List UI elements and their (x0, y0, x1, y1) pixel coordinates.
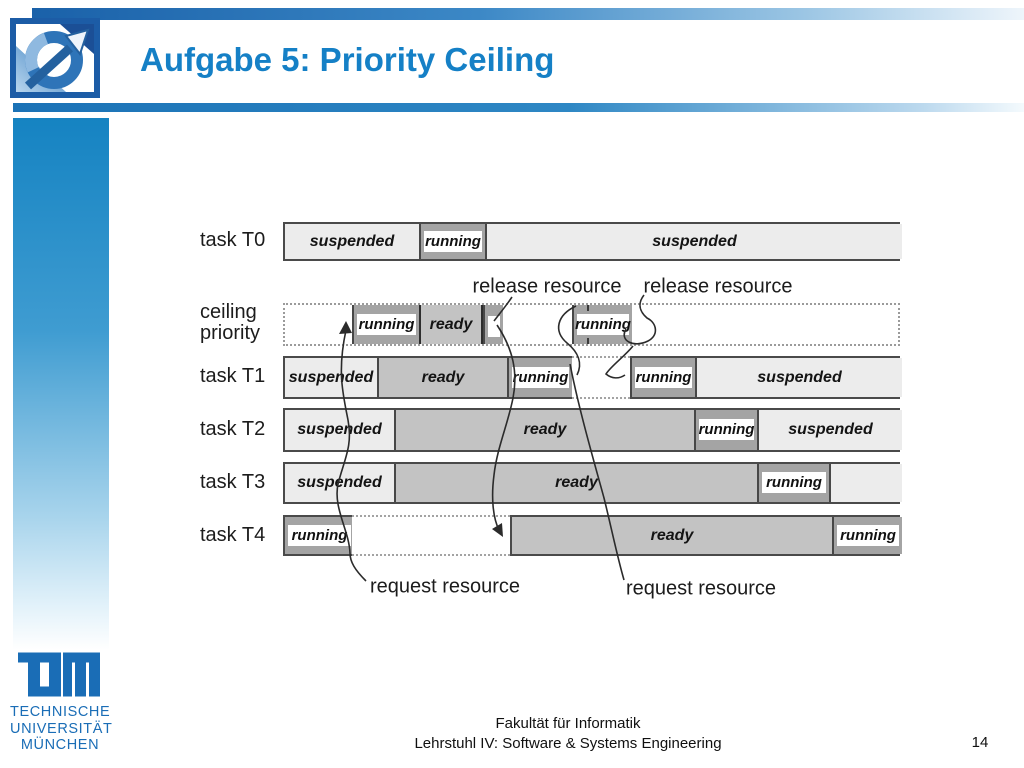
running-label-box: running (575, 313, 631, 335)
task-t3-ready-block: ready (394, 464, 757, 502)
request-resource-2: request resource (625, 577, 777, 600)
circle-arrow-logo-icon (16, 24, 94, 92)
task-t4-running-block: running (285, 517, 354, 554)
task-t1-gap-block (572, 356, 630, 399)
ceiling-priority-running-block: running (572, 305, 632, 344)
task-t3-running-block: running (757, 464, 829, 502)
page-title: Aufgabe 5: Priority Ceiling (140, 41, 555, 78)
state-label: suspended (297, 421, 382, 438)
footer: Fakultät für Informatik Lehrstuhl IV: So… (170, 714, 966, 754)
tum-logo-icon (18, 652, 100, 697)
header-top-band (32, 8, 1024, 20)
request-resource-1: request resource (369, 575, 521, 598)
task-t4-bar: ready running (510, 515, 902, 556)
running-label-box: running (357, 313, 416, 335)
state-label: suspended (652, 232, 737, 250)
task-t0-label-line: task T0 (200, 229, 266, 251)
state-label: suspended (309, 232, 395, 250)
tum-informatik-logo (10, 18, 100, 98)
release-resource-1: release resource (472, 275, 622, 298)
task-t1-label-line: task T1 (200, 365, 266, 387)
task-t0-bar: suspended running suspended (283, 222, 902, 261)
empty-white-box (488, 316, 500, 337)
state-label: ready (429, 315, 473, 333)
ceiling-priority-label-line: ceiling (200, 301, 257, 323)
task-t0-suspended-block: suspended (485, 224, 902, 259)
running-label-box: running (698, 419, 755, 440)
task-t3-label: task T3 (200, 472, 265, 493)
ceiling-priority-running-block: running (352, 305, 419, 344)
task-t3-suspended-block: suspended (285, 464, 394, 502)
task-t4-label-line: task T4 (200, 524, 266, 546)
state-label: suspended (788, 421, 873, 438)
task-t1-ready-block: ready (377, 358, 507, 397)
task-t2-suspended-block: suspended (285, 410, 394, 450)
task-t2-bar: suspended ready running suspended (283, 408, 902, 452)
task-t3-suspended-block (829, 464, 902, 502)
footer-faculty: Fakultät für Informatik (495, 715, 641, 732)
task-t3-label-line: task T3 (200, 471, 266, 493)
page-number: 14 (971, 734, 989, 751)
state-label: ready (421, 368, 465, 386)
task-t2-ready-block: ready (394, 410, 694, 450)
state-label: suspended (757, 368, 842, 386)
running-label-box: running (837, 524, 899, 546)
task-t0-running-block: running (419, 224, 485, 259)
header-bottom-band (13, 103, 1024, 112)
task-t4-bar (352, 515, 510, 556)
ceiling-priority-bar: running ready running (283, 303, 900, 346)
state-label: suspended (297, 474, 382, 491)
tum-line-1: TECHNISCHE (10, 704, 111, 720)
task-t2-label: task T2 (200, 419, 265, 440)
ceiling-priority-whitebox-block (483, 305, 503, 344)
ceiling-priority-ready-block: ready (419, 305, 483, 344)
task-t1-running-block: running (507, 358, 572, 397)
running-label-box: running (424, 230, 482, 252)
task-t3-bar: suspended ready running (283, 462, 902, 504)
release-resource-2: release resource (643, 275, 793, 298)
running-label-box: running (635, 366, 692, 388)
task-t2-suspended-block: suspended (757, 410, 902, 450)
task-t4-running-block: running (832, 517, 902, 554)
task-t4-bar: running (283, 515, 354, 556)
task-t1-bar: suspended ready running running suspended (283, 356, 902, 399)
task-t1-running-block: running (630, 358, 695, 397)
task-t0-label: task T0 (200, 230, 265, 251)
task-t0-suspended-block: suspended (285, 224, 419, 259)
state-label: ready (523, 421, 567, 438)
running-label-box: running (762, 472, 826, 493)
running-label-box: running (288, 524, 351, 546)
state-label: suspended (288, 368, 374, 386)
task-t4-label: task T4 (200, 525, 265, 546)
task-t2-running-block: running (694, 410, 757, 450)
tum-line-2: UNIVERSITÄT (10, 720, 113, 737)
tum-wordmark: TECHNISCHE UNIVERSITÄT MÜNCHEN (10, 704, 113, 754)
ceiling-priority-label-line: priority (200, 322, 261, 344)
state-label: ready (650, 526, 694, 544)
task-t2-label-line: task T2 (200, 418, 266, 440)
task-t1-label: task T1 (200, 366, 265, 387)
task-t4-ready-block: ready (512, 517, 832, 554)
task-t1-suspended-block: suspended (695, 358, 902, 397)
footer-chair: Lehrstuhl IV: Software & Systems Enginee… (414, 735, 722, 752)
running-label-box: running (512, 366, 569, 388)
state-label: ready (555, 474, 598, 491)
tum-line-3: MÜNCHEN (20, 737, 100, 753)
left-accent-bar (13, 118, 109, 650)
task-t1-suspended-block: suspended (285, 358, 377, 397)
